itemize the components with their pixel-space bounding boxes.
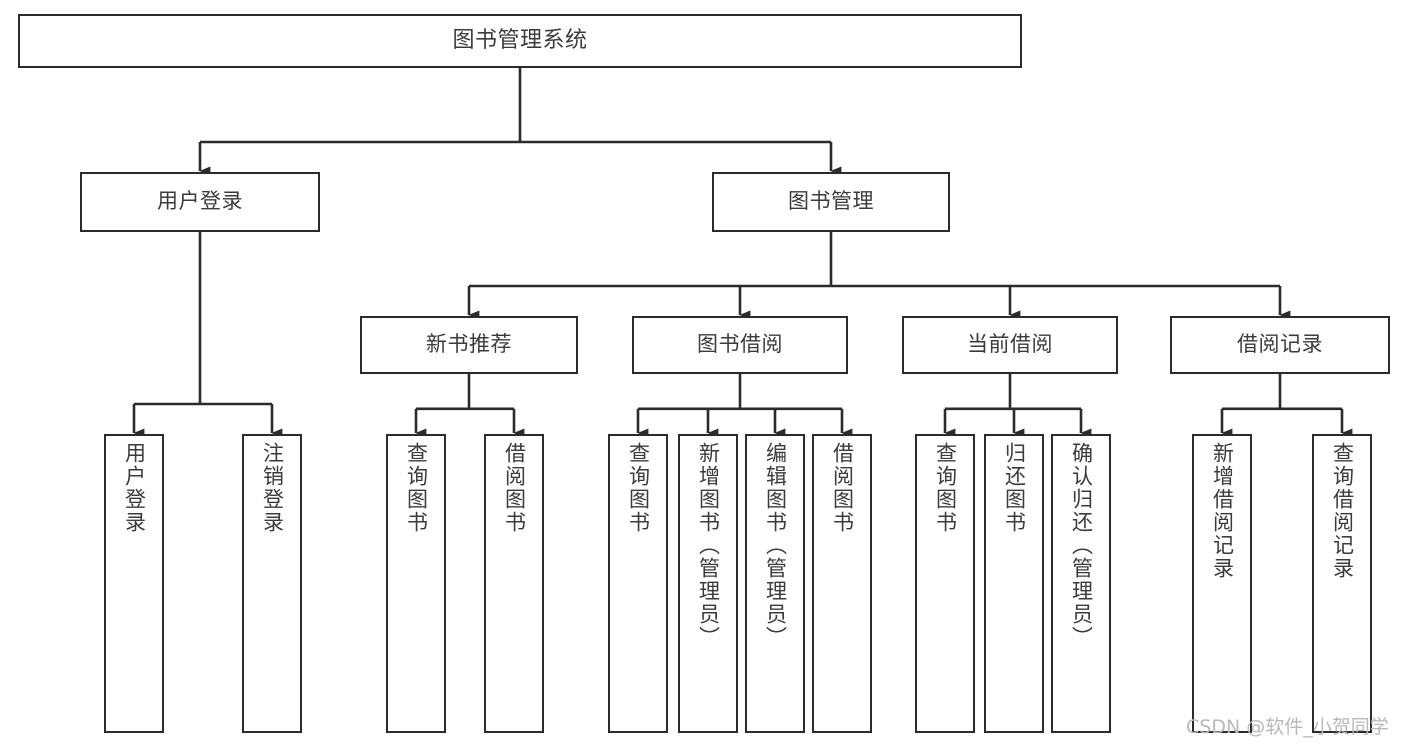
node-user-login[interactable]: 用户登录	[80, 172, 320, 232]
edge-layer	[132, 68, 1353, 438]
node-new-book-recommendation[interactable]: 新书推荐	[360, 316, 578, 374]
node-current-borrowing-label: 当前借阅	[967, 332, 1053, 357]
leaf-borrow-book-1[interactable]: 借阅图书	[484, 434, 544, 733]
leaf-add-borrow-record[interactable]: 新增借阅记录	[1192, 434, 1252, 733]
node-current-borrowing[interactable]: 当前借阅	[902, 316, 1118, 374]
leaf-return-book-label: 归还图书	[1002, 442, 1027, 534]
node-borrowing-record[interactable]: 借阅记录	[1170, 316, 1390, 374]
leaf-query-book-3[interactable]: 查询图书	[915, 434, 975, 733]
leaf-logout-label: 注销登录	[260, 442, 285, 534]
leaf-user-login-label: 用户登录	[122, 442, 147, 534]
node-book-borrowing-label: 图书借阅	[697, 332, 783, 357]
leaf-query-borrow-record-label: 查询借阅记录	[1330, 442, 1355, 580]
leaf-query-book-2-label: 查询图书	[626, 442, 651, 534]
leaf-query-book-1[interactable]: 查询图书	[386, 434, 446, 733]
leaf-confirm-return-admin-label: 确认归还（管理员）	[1069, 442, 1094, 649]
leaf-query-borrow-record[interactable]: 查询借阅记录	[1312, 434, 1372, 733]
node-book-management-label: 图书管理	[788, 189, 874, 214]
csdn-watermark: CSDN @软件_小贺同学	[1186, 716, 1389, 738]
leaf-query-book-2[interactable]: 查询图书	[608, 434, 668, 733]
node-borrowing-record-label: 借阅记录	[1237, 332, 1323, 357]
leaf-borrow-book-2-label: 借阅图书	[830, 442, 855, 534]
leaf-user-login[interactable]: 用户登录	[104, 434, 164, 733]
leaf-add-book-admin-label: 新增图书（管理员）	[696, 442, 721, 649]
leaf-confirm-return-admin[interactable]: 确认归还（管理员）	[1051, 434, 1111, 733]
node-book-borrowing[interactable]: 图书借阅	[632, 316, 848, 374]
leaf-add-borrow-record-label: 新增借阅记录	[1210, 442, 1235, 580]
node-book-management[interactable]: 图书管理	[712, 172, 950, 232]
node-root-label: 图书管理系统	[452, 27, 588, 53]
leaf-return-book[interactable]: 归还图书	[984, 434, 1044, 733]
leaf-query-book-1-label: 查询图书	[404, 442, 429, 534]
leaf-query-book-3-label: 查询图书	[933, 442, 958, 534]
leaf-logout[interactable]: 注销登录	[242, 434, 302, 733]
leaf-borrow-book-1-label: 借阅图书	[502, 442, 527, 534]
node-new-book-recommendation-label: 新书推荐	[426, 332, 512, 357]
leaf-edit-book-admin[interactable]: 编辑图书（管理员）	[745, 434, 805, 733]
node-root[interactable]: 图书管理系统	[18, 14, 1022, 68]
leaf-borrow-book-2[interactable]: 借阅图书	[812, 434, 872, 733]
node-user-login-label: 用户登录	[157, 189, 243, 214]
leaf-add-book-admin[interactable]: 新增图书（管理员）	[678, 434, 738, 733]
leaf-edit-book-admin-label: 编辑图书（管理员）	[763, 442, 788, 649]
